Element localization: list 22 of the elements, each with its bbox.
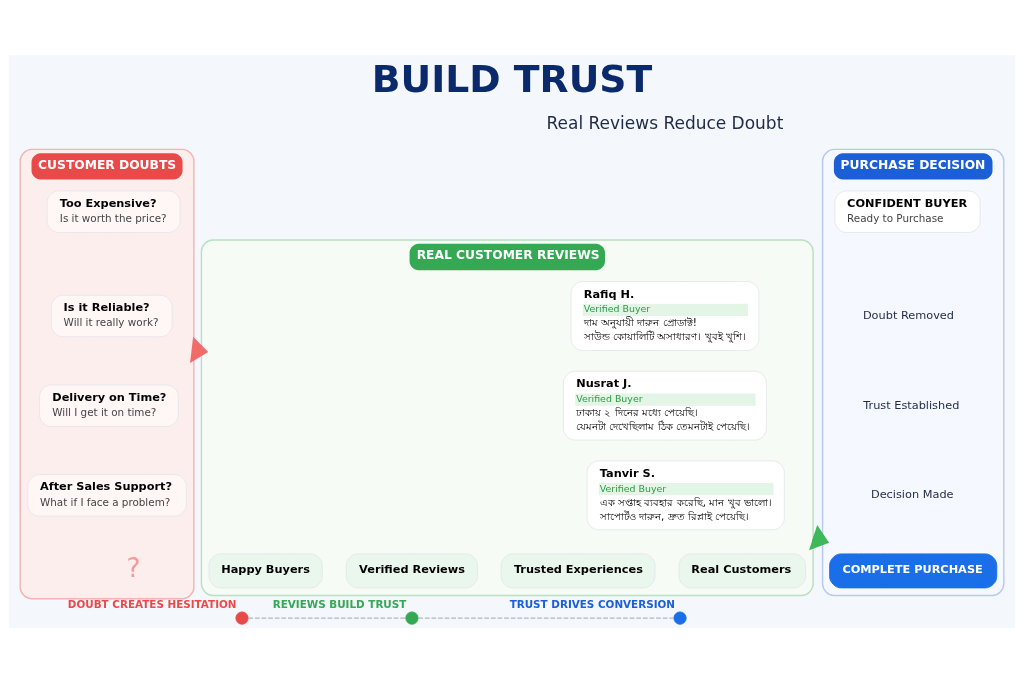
label: Decision Made (870, 487, 954, 502)
connector (417, 617, 675, 619)
label: Doubt Removed (862, 307, 955, 322)
node-box: Rafiq H. Verified Buyer দাম অনুযায়ী দারুন প্রোডাক্ট! সাউন্ড কোয়ালিটি অসাধারণ। খুবই খুশি। (570, 281, 760, 351)
node-box: Tanvir S. Verified Buyer এক সপ্তাহ ব্যবহার করেছি, মান খুব ভালো। সাপোর্টও দারুন, দ্রুত রিপ্লাই পেয়েছি। (586, 460, 785, 531)
label: Real Reviews Reduce Doubt (546, 113, 784, 134)
node-label: DOUBT CREATES HESITATION (67, 597, 237, 610)
node-label: REVIEWS BUILD TRUST (272, 597, 407, 610)
diagram-title: BUILD TRUST (371, 56, 653, 101)
node-circle (405, 611, 419, 625)
node-box: Delivery on Time? Will I get it on time? (39, 384, 179, 427)
connector (247, 617, 407, 619)
label: ? (126, 552, 141, 584)
node-box: Too Expensive? Is it worth the price? (46, 190, 181, 233)
node-circle (673, 611, 687, 625)
node-circle (235, 611, 249, 625)
node-box: Nusrat J. Verified Buyer ঢাকায় ২ দিনের মধ্যে পেয়েছি। যেমনটা দেখেছিলাম ঠিক তেমনটাই পেয়েছি। (563, 370, 767, 441)
node-box: CONFIDENT BUYER Ready to Purchase (834, 190, 981, 233)
label: Trust Established (863, 397, 960, 412)
node-label: TRUST DRIVES CONVERSION (509, 597, 676, 610)
node-box: COMPLETE PURCHASE (829, 553, 998, 589)
node-box: Is it Reliable? Will it really work? (50, 294, 173, 338)
